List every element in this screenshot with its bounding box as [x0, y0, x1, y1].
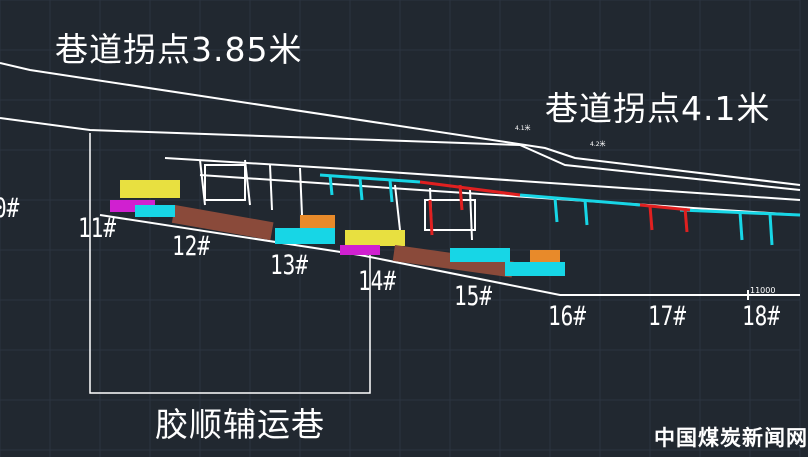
cyan-post: [358, 177, 364, 201]
support-frame-mid: [199, 174, 801, 216]
support-number: 18#: [742, 301, 781, 332]
support-box: [424, 199, 476, 231]
equipment-yellow: [120, 180, 180, 198]
roadway-second-line: [0, 117, 801, 191]
cyan-post: [328, 174, 334, 196]
support-number: 17#: [648, 301, 687, 332]
cyan-post: [388, 179, 394, 203]
support-box: [204, 164, 246, 201]
support-frame-top: [164, 157, 801, 201]
inflection-label-a: 巷道拐点3.85米: [55, 30, 303, 69]
roadway-bottom-line: [99, 214, 800, 296]
support-post: [469, 189, 473, 241]
red-post: [458, 184, 464, 211]
equipment-cyan: [135, 205, 175, 217]
equipment-cyan: [275, 228, 335, 244]
cyan-post: [553, 197, 559, 223]
support-number: 16#: [548, 301, 587, 332]
roadway-top-line: [0, 62, 801, 186]
equipment-group-1: [110, 180, 335, 244]
equipment-yellow: [345, 230, 405, 246]
red-post: [428, 199, 434, 236]
inflection-label-b: 巷道拐点4.1米: [545, 89, 771, 128]
support-frame: [164, 157, 801, 241]
roadway-name-label: 胶顺辅运巷: [155, 405, 325, 444]
support-number: 13#: [270, 250, 309, 281]
support-number: 11#: [78, 213, 117, 244]
support-post: [269, 164, 273, 211]
small-label-b: 4.2米: [590, 141, 606, 148]
equipment-cyan: [505, 262, 565, 276]
red-post: [683, 207, 689, 233]
support-post: [394, 184, 401, 231]
red-beam: [639, 203, 691, 212]
watermark: 中国煤炭新闻网: [654, 426, 808, 450]
equipment-magenta: [340, 245, 380, 255]
red-post: [648, 205, 654, 231]
equipment-group-2: [340, 230, 565, 278]
support-red-segments: [419, 180, 691, 236]
dimension-label: 11000: [750, 286, 776, 295]
roadway-outline: [0, 62, 801, 394]
cyan-beam: [319, 173, 421, 184]
support-number: 14#: [358, 266, 397, 297]
dimension-mark: [745, 290, 790, 300]
cyan-post: [738, 211, 744, 241]
cyan-post: [583, 199, 589, 226]
support-cyan-segments: [319, 173, 801, 246]
auxiliary-roadway-outline: [89, 133, 371, 394]
equipment-brown: [171, 205, 274, 241]
support-number: 0#: [0, 193, 20, 224]
cyan-beam: [519, 193, 641, 207]
small-label-a: 4.1米: [515, 125, 531, 132]
support-number: 12#: [172, 231, 211, 262]
equipment-cyan: [450, 248, 510, 262]
support-number: 15#: [454, 281, 493, 312]
support-post: [299, 167, 303, 216]
cyan-post: [768, 213, 774, 246]
red-beam: [419, 180, 521, 197]
